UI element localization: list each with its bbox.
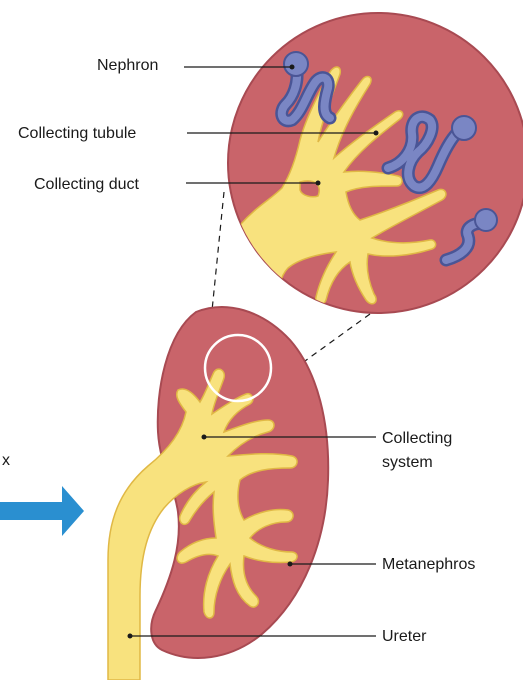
label-metanephros-text: Metanephros <box>382 556 475 573</box>
metanephros <box>108 307 328 680</box>
label-ureter-text: Ureter <box>382 628 427 645</box>
magnified-view <box>228 13 523 320</box>
label-collecting-system-line1: Collecting <box>382 430 452 447</box>
label-nephron-text: Nephron <box>97 57 158 74</box>
label-collecting-system-line2: system <box>382 454 433 471</box>
cropped-label-fragment: x <box>2 452 10 469</box>
label-metanephros: Metanephros <box>288 556 476 573</box>
label-collecting-duct-text: Collecting duct <box>34 176 140 193</box>
label-collecting-tubule-text: Collecting tubule <box>18 125 136 142</box>
blue-arrow <box>0 486 84 536</box>
